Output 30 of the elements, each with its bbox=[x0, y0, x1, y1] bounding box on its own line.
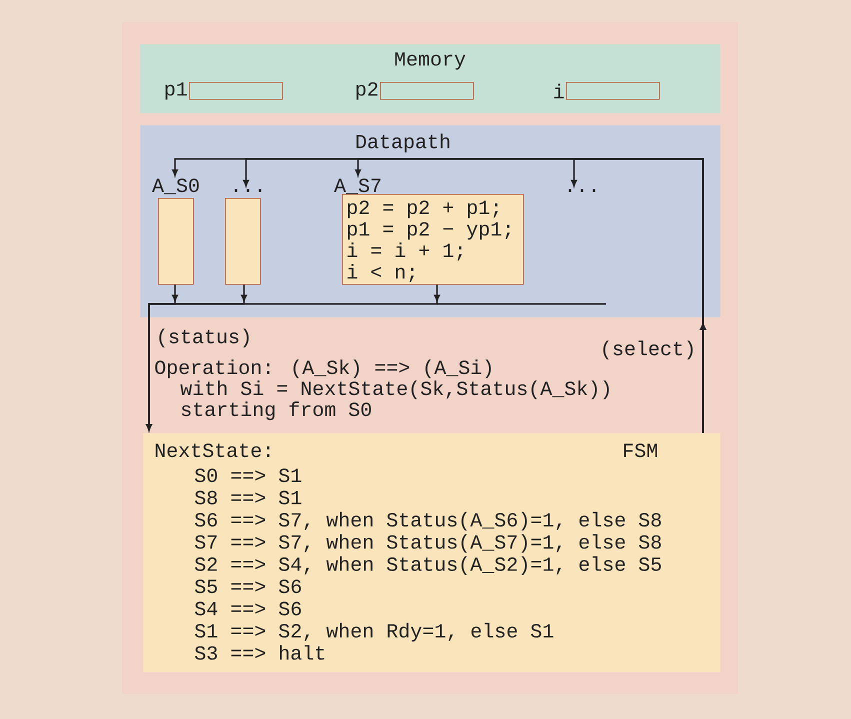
operation-text: Operation: (A_Sk) ==> (A_Si) bbox=[155, 360, 491, 378]
edge-label: (select) bbox=[599, 340, 698, 360]
transition-rule: S6 ==> S7, when Status(A_S6)=1, else S8 bbox=[194, 512, 661, 531]
unit-label: A_S0 bbox=[152, 178, 199, 194]
transition-rule: S7 ==> S7, when Status(A_S7)=1, else S8 bbox=[194, 534, 661, 553]
code-line: p1 = p2 − yp1; bbox=[348, 222, 510, 240]
transition-rule: S5 ==> S6 bbox=[194, 580, 301, 594]
connector-arrow bbox=[146, 284, 440, 431]
transition-rule: S1 ==> S2, when Rdy=1, else S1 bbox=[194, 622, 554, 642]
register-label: p2 bbox=[356, 82, 378, 100]
operation-text: with Si = NextState(Sk,Status(A_Sk)) bbox=[180, 380, 609, 400]
unit-label: ... bbox=[234, 189, 262, 192]
panel-title: Memory bbox=[395, 52, 466, 70]
code-line: p2 = p2 + p1; bbox=[348, 200, 498, 218]
edge-label: (status) bbox=[155, 328, 254, 348]
transition-rule: S4 ==> S6 bbox=[194, 602, 301, 616]
fsm-title: FSM bbox=[624, 444, 657, 458]
fsm-heading: NextState: bbox=[156, 444, 270, 458]
transition-rule: S3 ==> halt bbox=[194, 645, 324, 660]
transition-rule: S8 ==> S1 bbox=[194, 490, 302, 504]
connector-arrow bbox=[571, 158, 706, 433]
ellipsis-text: ... bbox=[568, 189, 596, 192]
transition-rule: S2 ==> S4, when Status(A_S2)=1, else S5 bbox=[194, 556, 661, 575]
code-line: i < n; bbox=[348, 264, 414, 282]
code-line: i = i + 1; bbox=[348, 242, 462, 261]
unit-label: A_S7 bbox=[334, 178, 380, 194]
register-label: p1 bbox=[166, 82, 187, 100]
transition-rule: S0 ==> S1 bbox=[194, 468, 302, 482]
register-label: i bbox=[554, 84, 564, 98]
panel-title: Datapath bbox=[356, 134, 450, 152]
